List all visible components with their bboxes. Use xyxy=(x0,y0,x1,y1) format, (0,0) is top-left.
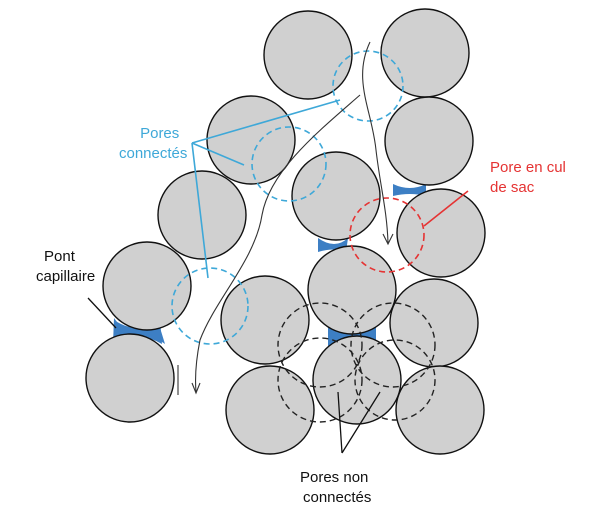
leader-connected-pores xyxy=(191,99,341,279)
capillary-bridge-right xyxy=(393,184,426,196)
grain xyxy=(384,96,474,186)
label-connected-pores-line2: connectés xyxy=(119,145,188,162)
isolated-pore xyxy=(277,302,363,388)
dead-end-pore xyxy=(349,197,425,273)
label-isolated-pores-line1: Pores non xyxy=(300,469,369,486)
isolated-pore xyxy=(350,302,436,388)
grain xyxy=(263,10,353,100)
grain xyxy=(389,278,479,368)
label-capillary-bridge: Pont capillaire xyxy=(36,247,95,287)
flow-path-left-arrowhead xyxy=(191,382,201,395)
leader-capillary-bridge xyxy=(87,297,117,329)
connected-pore xyxy=(171,267,249,345)
flow-path-left xyxy=(194,94,361,393)
label-dead-end-pore: Pore en cul de sac xyxy=(490,158,566,198)
label-dead-end-pore-line1: Pore en cul xyxy=(490,159,566,176)
flow-paths xyxy=(177,41,394,395)
leader-lines xyxy=(87,99,469,454)
connected-pores xyxy=(171,50,404,345)
isolated-pore xyxy=(277,337,363,423)
grain xyxy=(102,241,192,331)
connected-pore xyxy=(332,50,404,122)
label-connected-pores: Pores connectés xyxy=(119,124,187,164)
isolated-pores xyxy=(277,302,436,423)
connected-pore xyxy=(251,126,327,202)
grain xyxy=(85,333,175,423)
flow-path-right xyxy=(362,41,389,244)
grain xyxy=(225,365,315,455)
label-dead-end-pore-line2: de sac xyxy=(490,179,535,196)
grain xyxy=(395,365,485,455)
leader-dead-end-pore xyxy=(423,190,469,227)
grains xyxy=(85,8,486,455)
flow-path-right-arrowhead xyxy=(382,233,394,246)
label-capillary-bridge-line2: capillaire xyxy=(36,268,96,285)
label-isolated-pores-line2: connectés xyxy=(303,489,372,506)
grain xyxy=(312,335,402,425)
label-isolated-pores: Pores non connectés xyxy=(297,468,371,508)
leader-isolated-pores xyxy=(337,391,381,454)
label-capillary-bridge-line1: Pont xyxy=(44,248,75,265)
grain xyxy=(220,275,310,365)
grain xyxy=(380,8,470,98)
grain xyxy=(291,151,381,241)
label-connected-pores-line1: Pores xyxy=(140,125,180,142)
isolated-pore xyxy=(354,339,436,421)
grain xyxy=(307,245,397,335)
grain xyxy=(206,95,296,185)
grain xyxy=(157,170,247,260)
